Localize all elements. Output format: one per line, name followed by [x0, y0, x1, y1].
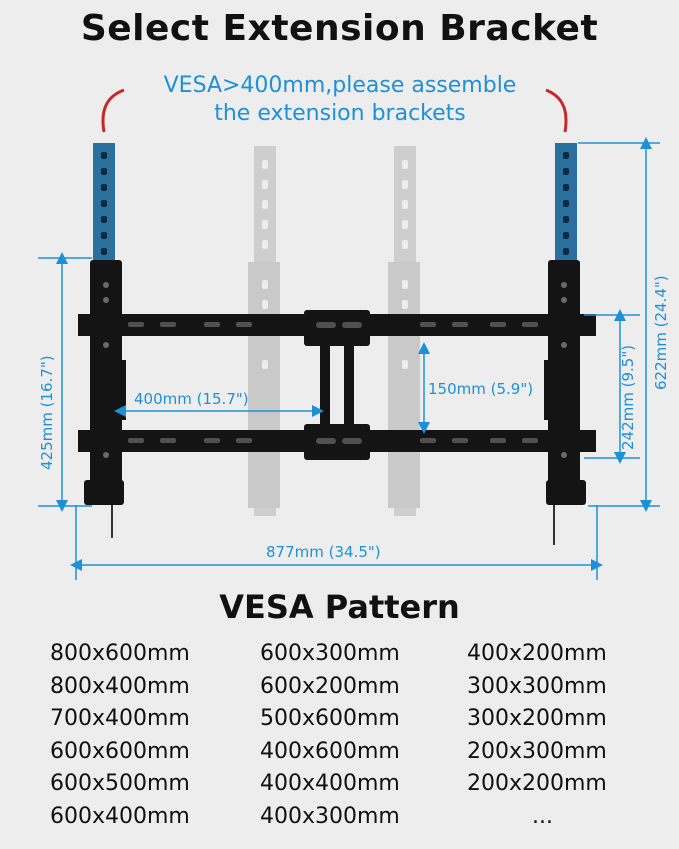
left-red-arrow [101, 88, 125, 133]
vesa-item: 600x300mm [260, 641, 400, 666]
vesa-item: 400x200mm [467, 641, 607, 666]
dim-877mm: 877mm (34.5") [266, 543, 381, 561]
vesa-item: 500x600mm [260, 706, 400, 732]
vesa-item: 300x200mm [467, 706, 607, 732]
dim-242mm: 242mm (9.5") [619, 345, 637, 450]
note-line-1: VESA>400mm,please assemble [163, 73, 517, 98]
vesa-heading: VESA Pattern [219, 588, 460, 626]
extension-bracket-left [93, 143, 115, 263]
vesa-item: 700x400mm [50, 706, 190, 732]
vesa-item: 300x300mm [467, 673, 607, 699]
arm-right [544, 260, 586, 505]
note-line-2: the extension brackets [214, 101, 466, 126]
vesa-item: 600x200mm [260, 673, 400, 699]
dim-622mm: 622mm (24.4") [652, 275, 670, 390]
vesa-item: 600x500mm [50, 771, 190, 797]
dim-425mm: 425mm (16.7") [38, 355, 56, 470]
vesa-item: 200x300mm [467, 738, 607, 764]
extension-note: VESA>400mm,please assemble the extension… [110, 72, 570, 128]
page-title: Select Extension Bracket [80, 8, 599, 49]
vesa-item: 400x400mm [260, 771, 400, 797]
vesa-more-indicator: ... [532, 803, 553, 829]
dim-150mm: 150mm (5.9") [428, 380, 533, 398]
right-red-arrow [545, 88, 568, 133]
dim-400mm: 400mm (15.7") [134, 390, 249, 408]
vesa-item: 800x400mm [50, 673, 190, 699]
extension-bracket-right [555, 143, 577, 263]
vesa-item: 600x400mm [50, 803, 190, 829]
arm-left [84, 260, 126, 505]
vesa-pattern-list: 800x600mm 600x300mm 400x200mm 800x400mm … [50, 638, 657, 834]
vesa-item: 200x200mm [467, 771, 607, 797]
vesa-item: 600x600mm [50, 738, 190, 764]
vesa-item: 400x600mm [260, 738, 400, 764]
vesa-item: 800x600mm [50, 641, 190, 666]
center-plate [304, 310, 370, 460]
vesa-item: 400x300mm [260, 803, 400, 829]
